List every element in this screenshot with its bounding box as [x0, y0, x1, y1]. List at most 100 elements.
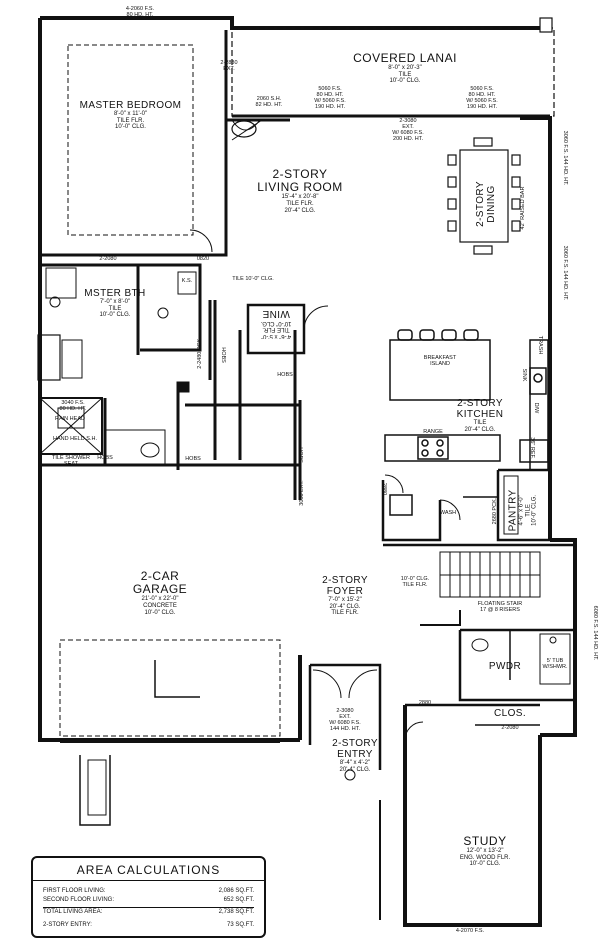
- lanai-window-left-4: 190 HD. HT.: [315, 104, 345, 111]
- range-label: RANGE: [423, 429, 443, 435]
- sh-window-size: 2060 S.H.: [256, 96, 282, 102]
- closet-door-label: 0820: [196, 256, 210, 262]
- hobs-label-2: HOBS: [277, 372, 293, 378]
- right-window-1-label: 3060 F.S. 144 HD. HT.: [562, 130, 569, 186]
- door-2880-mid-label: 2880: [418, 700, 432, 706]
- lanai-window-right-label: 5060 F.S. 80 HD. HT. W/ 5060 F.S. 190 HD…: [452, 86, 512, 110]
- study-size: 12'-0" x 13'-2": [466, 848, 504, 855]
- garage-ceiling: 10'-0" CLG.: [144, 609, 176, 616]
- pantry-label: PANTRY 4'-6" x 6'-0" TILE 10'-0" CLG.: [508, 475, 539, 545]
- master-bedroom-walls: [40, 30, 290, 257]
- master-bath-size: 7'-0" x 8'-0": [99, 299, 131, 305]
- closet-name: CLOS.: [493, 708, 526, 719]
- pantry-floor: TILE: [525, 504, 532, 517]
- master-bath-walls: [37, 263, 202, 381]
- top-window-height: 80 HD. HT.: [126, 12, 154, 19]
- living-room-name-2: LIVING ROOM: [257, 180, 343, 195]
- master-bath-label: MSTER BTH 7'-0" x 8'-0" TILE 10'-0" CLG.: [75, 288, 155, 319]
- master-bath-floor: TILE: [108, 305, 122, 312]
- kitchen-ceiling: 20'-4" CLG.: [464, 426, 496, 433]
- wine-label: 4'-6" x 5'-0" TILE FLR. 10'-0" CLG. WINE: [250, 308, 302, 339]
- hand-held-label: HAND HELD S.H.: [52, 436, 97, 442]
- covered-lanai-ceiling: 10'-0" CLG.: [389, 78, 421, 85]
- area-row: TOTAL LIVING AREA: 2,738 SQ.FT.: [43, 907, 254, 915]
- dw-label: D/W: [533, 402, 540, 414]
- wine-floor: TILE FLR.: [262, 326, 290, 333]
- covered-lanai-outline: [231, 17, 555, 118]
- lanai-door-4: 200 HD. HT.: [393, 136, 423, 143]
- area-calculations-title: AREA CALCULATIONS: [76, 863, 221, 877]
- pantry-ceiling: 10'-0" CLG.: [531, 494, 538, 526]
- living-room-size: 15'-4" x 20'-8": [281, 194, 319, 201]
- entry-door-2: EXT.: [339, 714, 351, 721]
- pantry-pck-label: 2680 PCK.: [491, 497, 498, 525]
- garage-outline: [59, 639, 281, 743]
- exterior-walls: [38, 16, 577, 927]
- shower-seat-2: SEAT: [64, 461, 78, 468]
- tub-line-1: 5' TUB: [546, 658, 564, 664]
- kitchen-floor: TILE: [473, 420, 487, 426]
- lanai-window-right-3: W/ 5060 F.S.: [466, 98, 498, 105]
- wine-room-walls: [246, 303, 329, 355]
- raised-bar-label: 42" RAISED BAR: [519, 186, 526, 230]
- study-ceiling: 10'-0" CLG.: [469, 861, 501, 868]
- powder-name: PWDR: [488, 661, 522, 672]
- sink-label: SINK: [521, 368, 528, 382]
- ref-label: 36" REF.: [529, 437, 536, 459]
- kitchen-name-1: 2-STORY: [457, 398, 503, 409]
- stairs: [383, 543, 575, 626]
- lanai-window-left-3: W/ 5060 F.S.: [314, 98, 346, 105]
- area-row-value: 652 SQ.FT.: [223, 897, 254, 903]
- wine-ceiling: 10'-0" CLG.: [260, 319, 292, 326]
- garage-name-2: GARAGE: [132, 582, 188, 597]
- kitchen-name-2: KITCHEN: [456, 409, 504, 420]
- pantry-walls: [439, 468, 552, 542]
- living-room-label: 2-STORY LIVING ROOM 15'-4" x 20'-8" TILE…: [245, 167, 355, 214]
- entry-door-1: 2-3080: [336, 708, 354, 714]
- tub-line-2: W/SHWR.: [542, 664, 568, 671]
- pantry-name: PANTRY: [507, 489, 519, 532]
- garage-name-1: 2-CAR: [140, 569, 180, 583]
- pck-label: 2-2480 PCK.: [196, 337, 203, 369]
- garage-size: 21'-0" x 22'-0": [141, 596, 179, 603]
- oh-door-label: 16080 O.H. DOOR: [146, 738, 194, 744]
- mb-door-label: 2-2080: [99, 256, 117, 262]
- entry-ceiling: 20'-4" CLG.: [339, 766, 371, 773]
- top-window-label: 4-2060 F.S. 80 HD. HT.: [40, 6, 240, 18]
- covered-lanai-name: COVERED LANAI: [353, 51, 457, 65]
- shower-window-label: 3040 F.S. 80 HD. HT.: [48, 400, 98, 412]
- stair-area-floor: TILE FLR.: [402, 582, 428, 589]
- hobs-label-5: HOBS: [97, 455, 113, 461]
- master-bedroom-floor: TILE FLR.: [116, 117, 145, 124]
- area-row-label: FIRST FLOOR LIVING:: [43, 888, 106, 894]
- shower-window-size: 3040 F.S.: [61, 400, 85, 406]
- lanai-door-2: EXT.: [402, 124, 414, 131]
- kitchen-label: 2-STORY KITCHEN TILE 20'-4" CLG.: [450, 398, 510, 433]
- master-bedroom-ceiling: 10'-0" CLG.: [115, 124, 146, 131]
- area-row-value: 2,086 SQ.FT.: [218, 888, 254, 894]
- lanai-door-1: 2-3080: [399, 118, 417, 124]
- lanai-door-3: W/ 6080 F.S.: [392, 130, 424, 137]
- lanai-window-left-label: 5060 F.S. 80 HD. HT. W/ 5060 F.S. 190 HD…: [300, 86, 360, 110]
- lanai-window-right-4: 190 HD. HT.: [467, 104, 497, 111]
- floating-stair-line-2: 17 @ 8 RISERS: [480, 607, 520, 614]
- breakfast-island-line-2: ISLAND: [430, 361, 450, 368]
- master-bedroom-size: 8'-0" x 11'-0": [113, 111, 148, 117]
- area-row-label: SECOND FLOOR LIVING:: [43, 897, 115, 903]
- area-row-label: 2-STORY ENTRY:: [43, 922, 92, 928]
- ext-3080-label: 3080 EXT.: [298, 480, 305, 506]
- foyer-ceiling: 20'-4" CLG.: [329, 603, 361, 610]
- entry-name-2: ENTRY: [337, 749, 373, 760]
- foyer-size: 7'-0" x 15'-2": [328, 597, 362, 603]
- entry-name-1: 2-STORY: [332, 738, 378, 749]
- tub-label: 5' TUB W/SHWR.: [538, 658, 572, 670]
- breakfast-island-line-1: BREAKFAST: [423, 355, 457, 361]
- area-row-value: 73 SQ.FT.: [226, 922, 254, 928]
- study-name: STUDY: [463, 834, 507, 848]
- entry-door-4: 144 HD. HT.: [330, 726, 360, 733]
- living-room-floor: TILE FLR.: [286, 200, 314, 207]
- closet-door-study-label: 2-2080: [501, 725, 519, 731]
- study-floor: ENG. WOOD FLR.: [459, 854, 511, 861]
- right-window-2-label: 3060 F.S. 144 HD. HT.: [562, 245, 569, 301]
